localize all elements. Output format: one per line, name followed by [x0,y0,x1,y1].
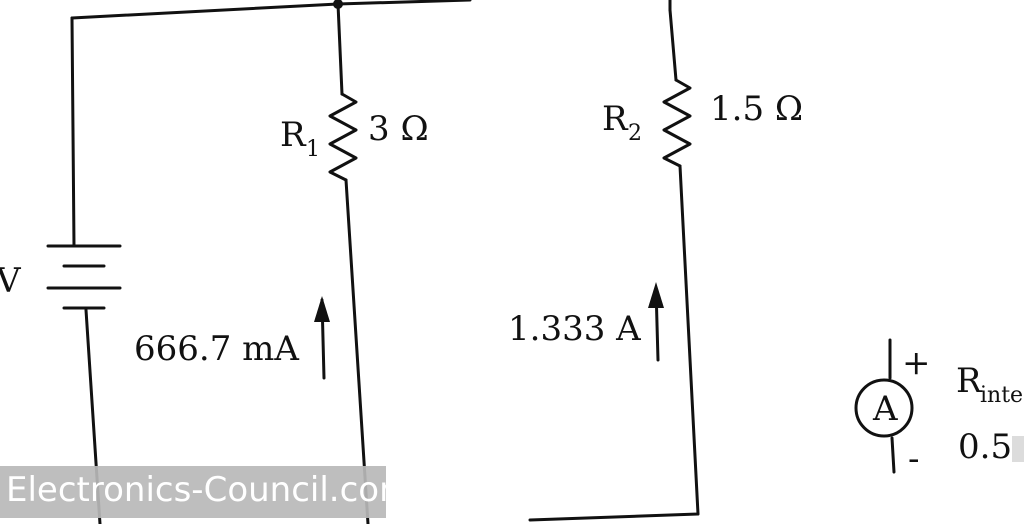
watermark-background [0,466,386,518]
ammeter-icon [854,338,914,474]
r1-subscript: 1 [306,137,320,162]
r1-value: 3 Ω [368,109,429,149]
ammeter-resistance-label: R [956,361,983,401]
r2-subscript: 2 [628,121,642,146]
r2-current-arrow-icon [648,282,664,362]
r1-current-label: 666.7 mA [134,329,299,369]
r2-resistor [662,78,692,168]
battery-label: V [0,261,22,301]
watermark: Electronics-Council.com [6,470,413,510]
ammeter-resistance-value: 0.5 [958,427,1012,467]
ammeter-resistance-subscript: inte [980,383,1023,408]
r2-label: R [602,99,629,139]
battery-symbol [46,244,122,310]
r2-top-wire [668,8,678,82]
r2-value: 1.5 Ω [710,89,803,129]
battery-top-wire [70,16,76,248]
ammeter-minus: - [908,439,920,479]
top-wire [70,0,472,20]
r1-resistor [328,92,358,182]
ammeter-plus: + [902,343,931,383]
r1-current-arrow-icon [314,296,330,380]
ammeter-value-partial [1012,436,1024,462]
r1-label: R [280,115,307,155]
r1-top-wire [336,2,344,96]
r2-bottom-wire [528,164,700,522]
ammeter-symbol: A [872,389,898,429]
r2-current-label: 1.333 A [508,309,641,349]
